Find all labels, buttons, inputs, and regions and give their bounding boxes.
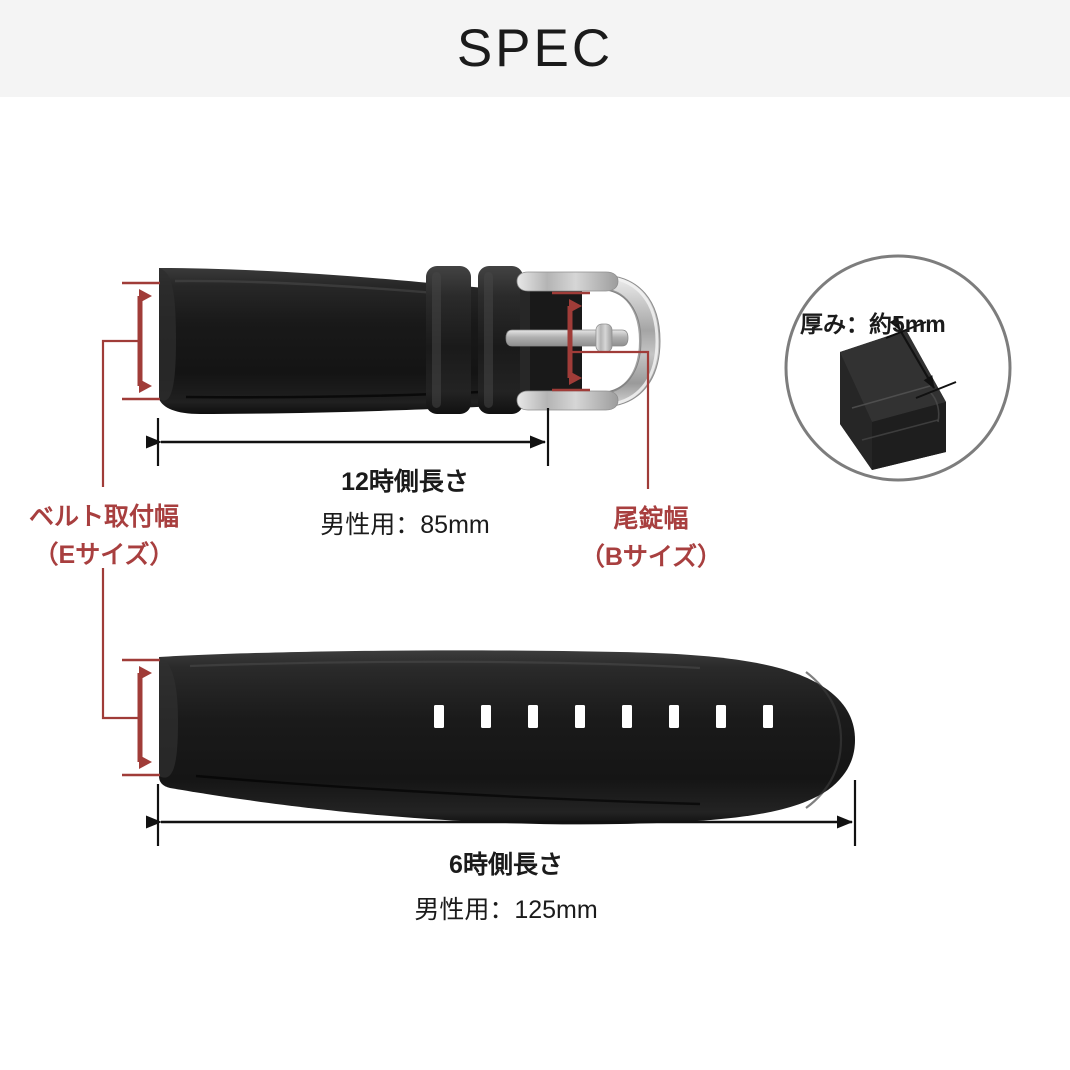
buckle <box>505 271 661 411</box>
belt-width-label: ベルト取付幅 （Eサイズ） <box>8 498 200 574</box>
red-dimensions <box>101 281 650 777</box>
belt-width-leader-upper <box>101 339 140 487</box>
buckle-width-label-line1: 尾錠幅 <box>613 505 689 533</box>
buckle-width-label: 尾錠幅 （Bサイズ） <box>576 500 726 576</box>
six-oclock-title: 6時側長さ <box>449 851 563 879</box>
thickness-inset <box>784 254 1012 482</box>
twelve-oclock-title: 12時側長さ <box>341 468 469 496</box>
bottom-strap-body <box>159 650 855 825</box>
strap-holes <box>434 705 773 728</box>
buckle-width-label-line2: （Bサイズ） <box>579 543 723 571</box>
page-title: SPEC <box>456 19 614 78</box>
belt-width-leader-lower <box>101 568 140 720</box>
twelve-oclock-value: 男性用：85mm <box>320 511 490 539</box>
top-strap-group <box>159 266 661 414</box>
six-oclock-value: 男性用：125mm <box>414 896 598 924</box>
buckle-width-leader <box>570 350 650 489</box>
thickness-arrow <box>889 317 935 389</box>
thickness-label: 厚み：約5mm <box>800 311 946 337</box>
belt-width-label-line2: （Eサイズ） <box>33 541 175 569</box>
header-band <box>0 0 1070 97</box>
black-dimensions <box>146 408 857 846</box>
bottom-strap-group <box>159 650 855 825</box>
belt-width-label-line1: ベルト取付幅 <box>28 503 179 531</box>
